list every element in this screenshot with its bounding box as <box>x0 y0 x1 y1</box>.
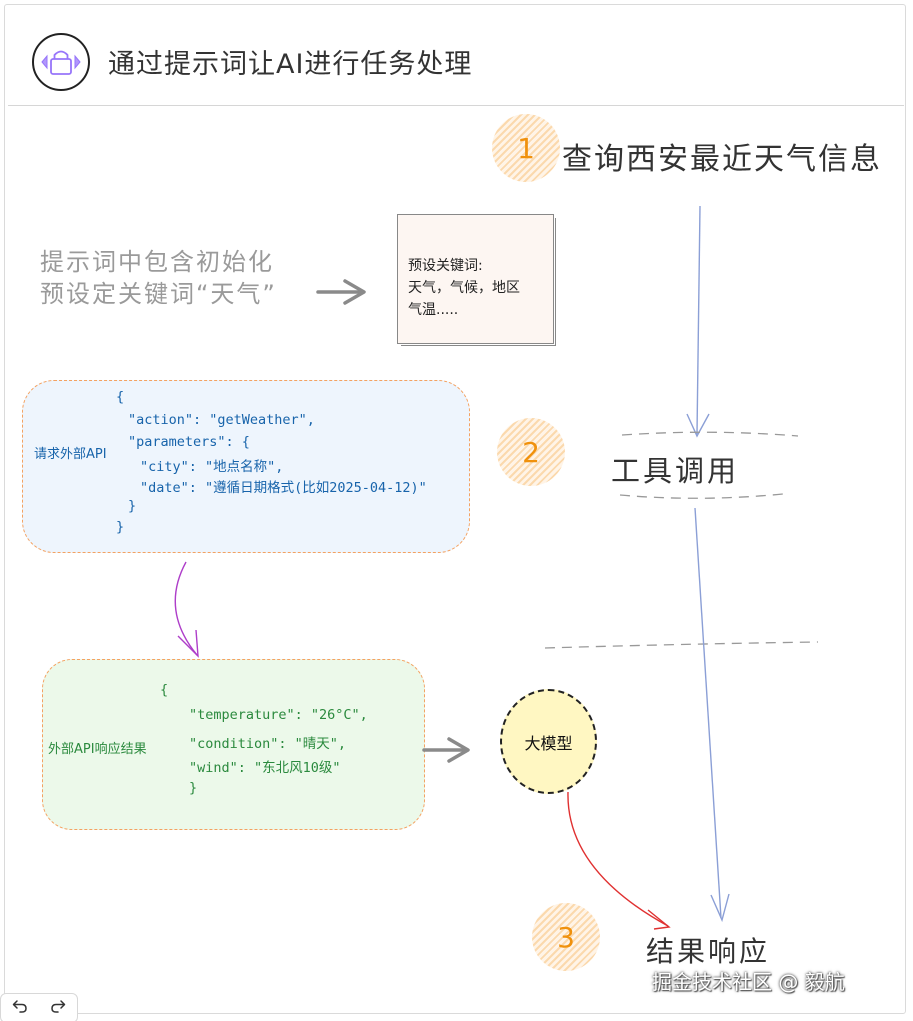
api-response-label: 外部API响应结果 <box>48 742 147 757</box>
api-request-line: "city": "地点名称", <box>140 459 284 475</box>
redo-button[interactable] <box>39 994 77 1021</box>
step-3-number: 3 <box>557 920 575 954</box>
preset-keywords-line-3: 气温..... <box>408 302 459 318</box>
api-request-line: "date": "遵循日期格式(比如2025-04-12)" <box>140 480 427 496</box>
api-request-line: { <box>116 389 125 405</box>
undo-button[interactable] <box>1 994 39 1021</box>
step-3-badge: 3 <box>532 903 600 971</box>
step-1-query-text: 查询西安最近天气信息 <box>562 142 882 177</box>
preset-keywords-box: 预设关键词: 天气，气候，地区 气温..... <box>397 214 554 344</box>
step-1-number: 1 <box>517 131 535 165</box>
api-response-line: } <box>189 780 198 796</box>
step-1-badge: 1 <box>492 114 560 182</box>
result-response-label: 结果响应 <box>646 935 771 968</box>
lock-icon <box>32 33 90 91</box>
api-response-line: "wind": "东北风10级" <box>189 760 341 776</box>
undo-icon <box>12 999 28 1017</box>
preset-keywords-line-1: 预设关键词: <box>408 258 483 274</box>
redo-icon <box>50 999 66 1017</box>
llm-node-label: 大模型 <box>524 733 573 753</box>
tool-call-label: 工具调用 <box>611 454 740 488</box>
step-2-badge: 2 <box>497 418 565 486</box>
api-request-line: "parameters": { <box>128 434 250 450</box>
page-title: 通过提示词让AI进行任务处理 <box>108 49 473 80</box>
prompt-note: 提示词中包含初始化 预设定关键词“天气” <box>40 246 277 310</box>
step-2-number: 2 <box>522 435 540 469</box>
header: 通过提示词让AI进行任务处理 <box>8 6 904 106</box>
api-request-line: "action": "getWeather", <box>128 412 315 428</box>
preset-keywords-line-2: 天气，气候，地区 <box>408 280 520 296</box>
undo-redo-toolbar <box>0 993 78 1021</box>
api-request-label: 请求外部API <box>34 447 107 462</box>
watermark: 掘金技术社区 @ 毅航 <box>652 970 845 994</box>
api-response-box <box>42 659 425 830</box>
api-request-line: } <box>116 519 125 535</box>
llm-node: 大模型 <box>500 689 597 794</box>
api-response-line: "condition": "晴天", <box>189 736 347 752</box>
api-response-line: { <box>160 682 169 698</box>
api-response-line: "temperature": "26°C", <box>189 707 368 723</box>
prompt-note-line-2: 预设定关键词“天气” <box>40 280 277 308</box>
canvas-frame <box>4 4 906 1014</box>
api-request-line: } <box>128 498 137 514</box>
api-request-box <box>22 380 470 553</box>
prompt-note-line-1: 提示词中包含初始化 <box>40 248 274 276</box>
